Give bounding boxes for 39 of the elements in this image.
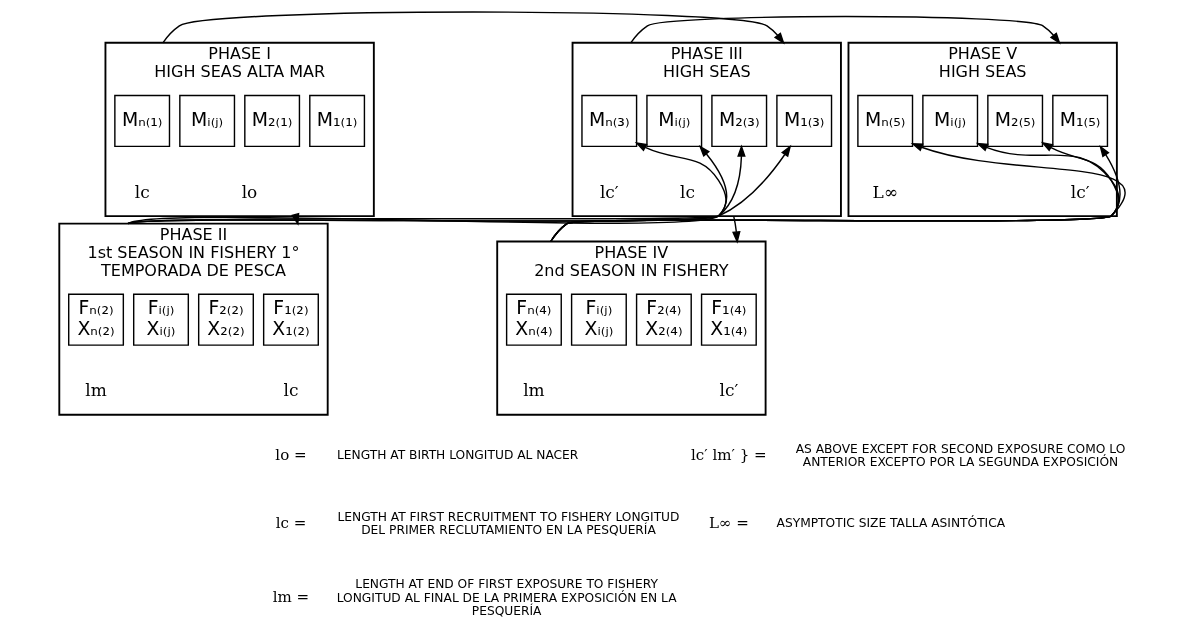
label: LENGTH AT END OF FIRST EXPOSURE TO FISHERY LONGITUD AL FINAL DE LA PRIMERA EXPOSICIÓN EN LA PESQUERÍA (336, 577, 677, 618)
node-box: M₁₍₃₎ (775, 94, 832, 148)
node-box: Mᵢ₍ⱼ₎ (921, 94, 978, 148)
node-box: Mₙ₍₁₎ (113, 94, 170, 148)
node-label: lm (522, 380, 545, 401)
label: LENGTH AT FIRST RECRUITMENT TO FISHERY LONGITUD DEL PRIMER RECLUTAMIENTO EN LA PESQUERÍA (337, 509, 679, 537)
arrow (161, 11, 785, 45)
label: AS ABOVE EXCEPT FOR SECOND EXPOSURE COMO LO ANTERIOR EXCEPTO POR LA SEGUNDA EXPOSICIÓN (795, 441, 1125, 470)
node-box: Mₙ₍₃₎ (580, 94, 637, 148)
node-label: lc′ (719, 380, 738, 401)
node-label: lc (283, 380, 298, 401)
node-box: Fₙ₍₄₎ Xₙ₍₄₎ (505, 293, 562, 346)
node-label: L∞ (872, 181, 898, 202)
node-box: Mᵢ₍ⱼ₎ (645, 94, 702, 148)
node-box: F₂₍₂₎ X₂₍₂₎ (197, 293, 254, 346)
label: lo = (274, 445, 307, 464)
node-box: Mᵢ₍ⱼ₎ (178, 94, 235, 148)
node-box: M₂₍₃₎ (710, 94, 767, 148)
node-box: Mₙ₍₅₎ (856, 94, 913, 148)
node-box: M₂₍₅₎ (986, 94, 1043, 148)
label: ASYMPTOTIC SIZE TALLA ASINTÓTICA (776, 516, 1005, 531)
label: lc = (275, 513, 306, 532)
node-box: Fₙ₍₂₎ Xₙ₍₂₎ (67, 293, 124, 346)
node-box: F₁₍₄₎ X₁₍₄₎ (700, 293, 757, 346)
node-box: M₁₍₁₎ (308, 94, 365, 148)
label: lm = (272, 588, 309, 606)
node-box: Fᵢ₍ⱼ₎ Xᵢ₍ⱼ₎ (132, 293, 189, 346)
node-box: F₁₍₂₎ X₁₍₂₎ (262, 293, 319, 346)
label: L∞ = (708, 513, 749, 532)
label: lc′ lm′ } = (690, 445, 767, 464)
arrow (629, 15, 1061, 45)
node-label: lm (84, 380, 107, 401)
node-label: lc′ (1070, 181, 1090, 202)
label: LENGTH AT BIRTH LONGITUD AL NACER (336, 448, 578, 463)
arrow (731, 215, 741, 244)
node-box: M₂₍₁₎ (243, 94, 300, 148)
node-box: M₁₍₅₎ (1051, 94, 1108, 148)
node-box: Fᵢ₍ⱼ₎ Xᵢ₍ⱼ₎ (570, 293, 627, 346)
node-box: F₂₍₄₎ X₂₍₄₎ (635, 293, 692, 346)
